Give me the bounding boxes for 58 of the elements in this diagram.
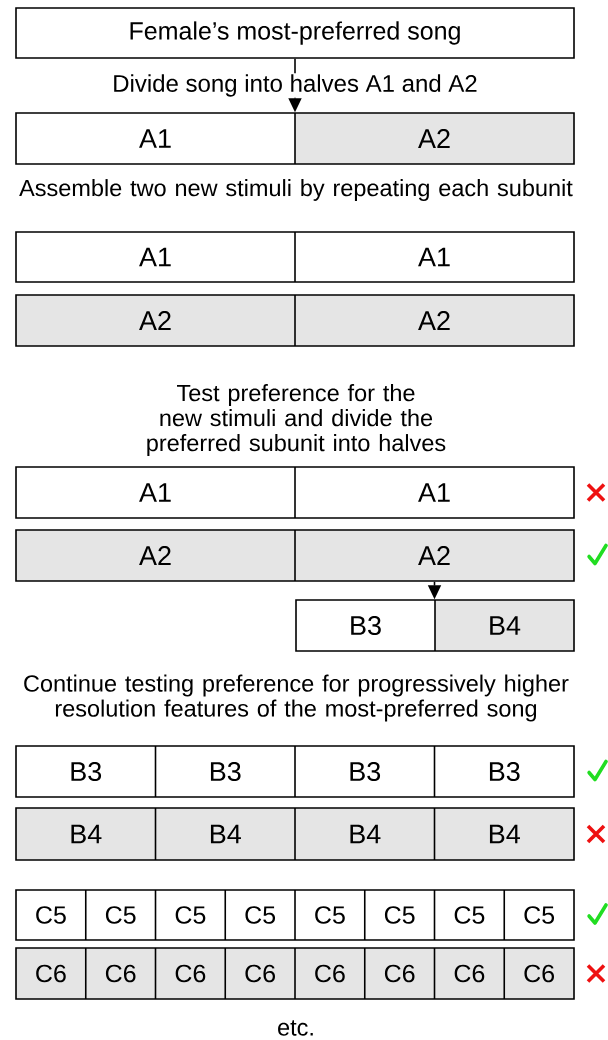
subunit-cell: B4 — [16, 808, 156, 860]
subunit-cell: A1 — [139, 129, 171, 148]
stimulus-bar — [15, 889, 575, 941]
subunit-cell: A2 — [295, 295, 574, 346]
stimulus-bar — [15, 745, 575, 798]
subunit-cell: A1 — [418, 483, 450, 502]
subunit-cell: C5 — [175, 906, 206, 924]
node-label: C6 — [384, 964, 415, 983]
stimulus-bar — [15, 231, 575, 283]
stimulus-bar — [15, 294, 575, 347]
edge-label: Divide song into halves A1 and A2 — [111, 73, 479, 98]
subunit-cell: A2 — [16, 530, 295, 581]
node-label: A2 — [139, 311, 171, 330]
node-label: C6 — [454, 964, 485, 983]
stimulus-bar — [15, 529, 575, 582]
step-text: Continue testing preference for progressively higher resolution features of the most-preferred song — [24, 674, 569, 722]
step-text: etc. — [278, 1020, 313, 1036]
stimulus-bar — [15, 947, 575, 1000]
title-box: Female’s most-preferred song — [15, 7, 575, 59]
subunit-cell: B4 — [434, 808, 574, 860]
subunit-cell: A1 — [139, 483, 171, 502]
subunit-cell: C5 — [245, 906, 276, 924]
subunit-cell: C5 — [384, 906, 415, 924]
node-label: C6 — [36, 964, 66, 983]
node-label: C6 — [245, 964, 275, 983]
stimulus-bar — [15, 466, 575, 519]
stimulus-bar — [15, 112, 575, 165]
subunit-cell: A2 — [16, 295, 295, 346]
subunit-cell: C5 — [105, 906, 136, 924]
subunit-cell: B4 — [295, 808, 435, 860]
subunit-cell: B3 — [350, 761, 381, 782]
subunit-cell: A2 — [295, 530, 574, 581]
node-label: C6 — [105, 964, 136, 983]
node-label: B4 — [489, 824, 520, 844]
subunit-cell: C5 — [524, 906, 555, 924]
node-label: C6 — [315, 964, 345, 983]
node-label: B4 — [71, 824, 102, 844]
node-label: B4 — [350, 824, 381, 844]
node-label: A2 — [418, 546, 450, 565]
subunit-cell: B3 — [351, 615, 381, 636]
node-label: C6 — [175, 964, 206, 983]
subunit-cell: B3 — [71, 761, 102, 782]
subunit-cell: B3 — [210, 761, 241, 782]
node-label: A2 — [139, 546, 171, 565]
node-label: A2 — [418, 311, 450, 330]
subunit-cell: A2 — [295, 113, 574, 164]
stimulus-bar — [295, 599, 575, 652]
stimulus-bar — [15, 807, 575, 861]
subunit-cell: A1 — [139, 247, 171, 267]
subunit-cell: A1 — [418, 247, 450, 267]
subunit-cell: B3 — [489, 761, 520, 782]
step-text: Test preference for the new stimuli and divide the preferred subunit into halves — [147, 384, 446, 456]
subunit-cell: B4 — [155, 808, 295, 860]
subunit-cell: C5 — [315, 906, 345, 924]
subunit-cell: C5 — [454, 906, 485, 924]
subunit-cell: C5 — [36, 906, 66, 924]
node-label: B4 — [210, 824, 241, 844]
node-label: C6 — [524, 964, 554, 983]
